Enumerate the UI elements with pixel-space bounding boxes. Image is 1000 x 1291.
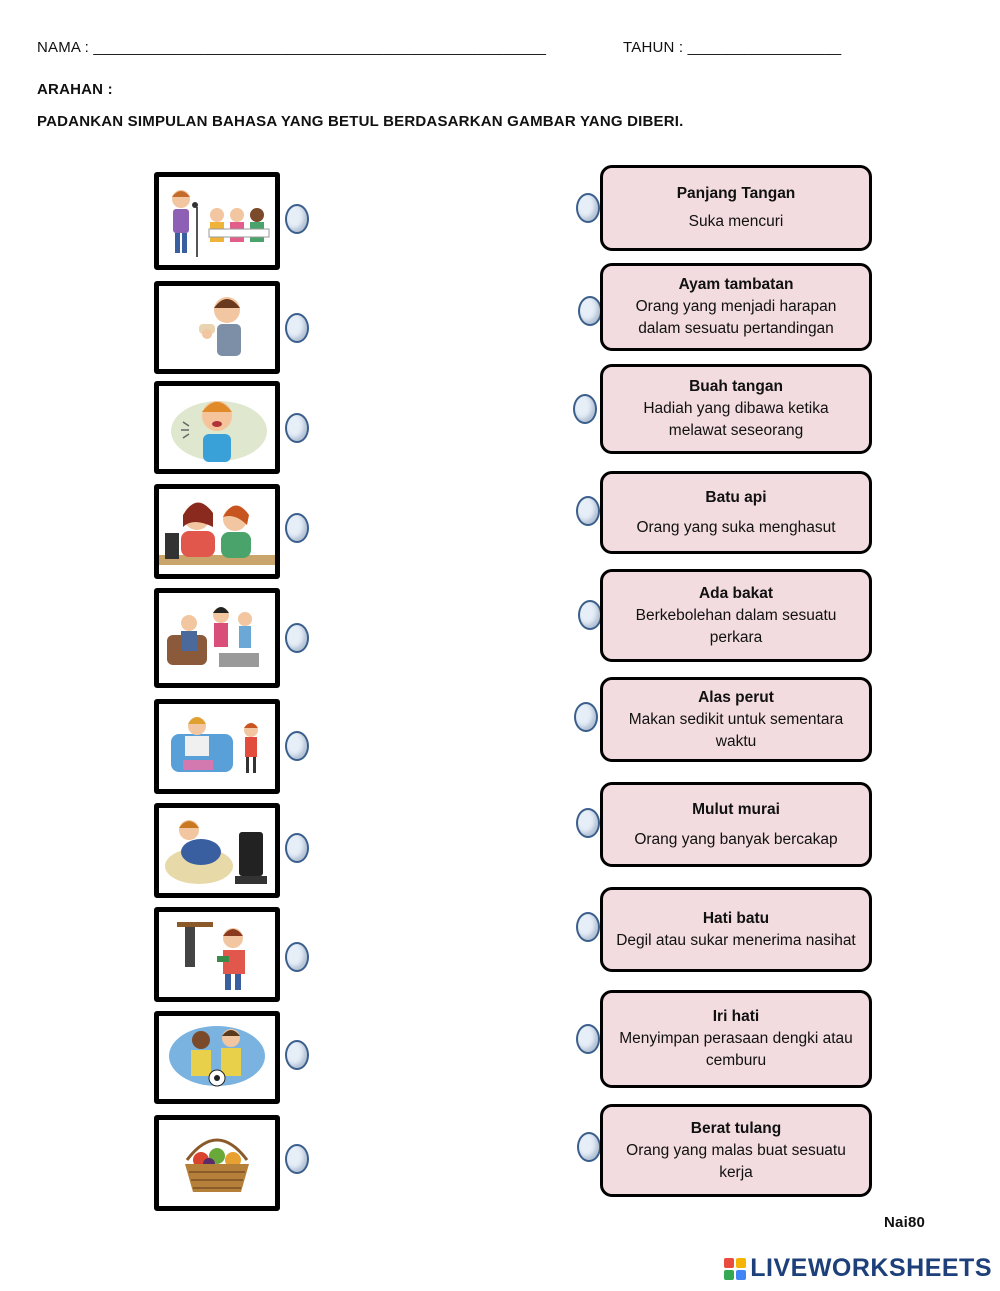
idiom-card[interactable]: Buah tangan Hadiah yang dibawa ketika me… bbox=[600, 364, 872, 454]
boy-eating-image bbox=[159, 286, 275, 369]
instruction-title: ARAHAN : bbox=[37, 81, 113, 98]
name-field-label: NAMA : _________________________________… bbox=[37, 39, 547, 56]
idiom-title: Berat tulang bbox=[690, 1119, 782, 1137]
idiom-meaning: Degil atau sukar menerima nasihat bbox=[616, 931, 856, 949]
idiom-card[interactable]: Batu api Orang yang suka menghasut bbox=[600, 471, 872, 554]
picture-2-connector-dot[interactable] bbox=[285, 313, 309, 343]
fruit-basket-image bbox=[159, 1120, 275, 1206]
picture-4-connector-dot[interactable] bbox=[285, 513, 309, 543]
football-players-image bbox=[159, 1016, 275, 1099]
idiom-title: Buah tangan bbox=[689, 378, 783, 395]
idiom-card[interactable]: Mulut murai Orang yang banyak bercakap bbox=[600, 782, 872, 867]
idiom-title: Ayam tambatan bbox=[678, 276, 794, 293]
idiom-title: Panjang Tangan bbox=[676, 185, 796, 202]
idiom-title: Ada bakat bbox=[698, 584, 774, 602]
idiom-title: Batu api bbox=[705, 488, 767, 506]
picture-1 bbox=[154, 172, 280, 270]
picture-10-connector-dot[interactable] bbox=[285, 1144, 309, 1174]
idiom-meaning: Orang yang malas buat sesuatu kerja bbox=[626, 1141, 846, 1181]
picture-8-connector-dot[interactable] bbox=[285, 942, 309, 972]
picture-4 bbox=[154, 484, 280, 579]
card-6-connector-dot[interactable] bbox=[574, 702, 598, 732]
picture-10 bbox=[154, 1115, 280, 1211]
picture-7 bbox=[154, 803, 280, 898]
idiom-card[interactable]: Iri hati Menyimpan perasaan dengki atau … bbox=[600, 990, 872, 1088]
liveworksheets-icon bbox=[724, 1257, 747, 1280]
idiom-card[interactable]: Alas perut Makan sedikit untuk sementara… bbox=[600, 677, 872, 762]
picture-9-connector-dot[interactable] bbox=[285, 1040, 309, 1070]
year-field-label: TAHUN : __________________ bbox=[623, 39, 842, 56]
idiom-meaning: Orang yang suka menghasut bbox=[636, 518, 836, 536]
idiom-meaning: Hadiah yang dibawa ketika melawat seseor… bbox=[643, 400, 829, 439]
idiom-card[interactable]: Ada bakat Berkebolehan dalam sesuatu per… bbox=[600, 569, 872, 662]
card-10-connector-dot[interactable] bbox=[577, 1132, 601, 1162]
card-3-connector-dot[interactable] bbox=[573, 394, 597, 424]
picture-6-connector-dot[interactable] bbox=[285, 731, 309, 761]
boy-talking-image bbox=[159, 386, 275, 469]
idiom-meaning: Makan sedikit untuk sementara waktu bbox=[628, 710, 844, 750]
picture-8 bbox=[154, 907, 280, 1002]
picture-3-connector-dot[interactable] bbox=[285, 413, 309, 443]
picture-5 bbox=[154, 588, 280, 688]
picture-3 bbox=[154, 381, 280, 474]
picture-7-connector-dot[interactable] bbox=[285, 833, 309, 863]
idiom-meaning: Orang yang banyak bercakap bbox=[634, 830, 838, 848]
idiom-card[interactable]: Ayam tambatan Orang yang menjadi harapan… bbox=[600, 263, 872, 351]
brand-name: LIVEWORKSHEETS bbox=[750, 1254, 992, 1282]
picture-1-connector-dot[interactable] bbox=[285, 204, 309, 234]
family-sofa-image bbox=[159, 704, 275, 789]
idiom-card[interactable]: Hati batu Degil atau sukar menerima nasi… bbox=[600, 887, 872, 972]
liveworksheets-logo[interactable]: LIVEWORKSHEETS bbox=[724, 1254, 992, 1283]
card-8-connector-dot[interactable] bbox=[576, 912, 600, 942]
author-credit: Nai80 bbox=[884, 1214, 926, 1231]
picture-6 bbox=[154, 699, 280, 794]
picture-5-connector-dot[interactable] bbox=[285, 623, 309, 653]
instruction-text: PADANKAN SIMPULAN BAHASA YANG BETUL BERD… bbox=[37, 113, 684, 130]
card-4-connector-dot[interactable] bbox=[576, 496, 600, 526]
children-singing-image bbox=[159, 177, 275, 265]
women-gossiping-image bbox=[159, 489, 275, 574]
idiom-title: Mulut murai bbox=[692, 800, 780, 818]
card-5-connector-dot[interactable] bbox=[578, 600, 602, 630]
picture-2 bbox=[154, 281, 280, 374]
card-2-connector-dot[interactable] bbox=[578, 296, 602, 326]
card-9-connector-dot[interactable] bbox=[576, 1024, 600, 1054]
idiom-card[interactable]: Panjang Tangan Suka mencuri bbox=[600, 165, 872, 251]
family-argument-image bbox=[159, 593, 275, 683]
lazy-man-sofa-image bbox=[159, 808, 275, 893]
idiom-title: Iri hati bbox=[712, 1008, 760, 1025]
boy-stealing-image bbox=[159, 912, 275, 997]
idiom-title: Alas perut bbox=[698, 688, 774, 706]
idiom-title: Hati batu bbox=[702, 909, 770, 927]
picture-9 bbox=[154, 1011, 280, 1104]
idiom-meaning: Suka mencuri bbox=[688, 213, 784, 230]
idiom-meaning: Berkebolehan dalam sesuatu perkara bbox=[635, 606, 837, 646]
idiom-meaning: Menyimpan perasaan dengki atau cemburu bbox=[619, 1030, 853, 1069]
card-1-connector-dot[interactable] bbox=[576, 193, 600, 223]
idiom-meaning: Orang yang menjadi harapan dalam sesuatu… bbox=[635, 298, 837, 337]
idiom-card[interactable]: Berat tulang Orang yang malas buat sesua… bbox=[600, 1104, 872, 1197]
card-7-connector-dot[interactable] bbox=[576, 808, 600, 838]
